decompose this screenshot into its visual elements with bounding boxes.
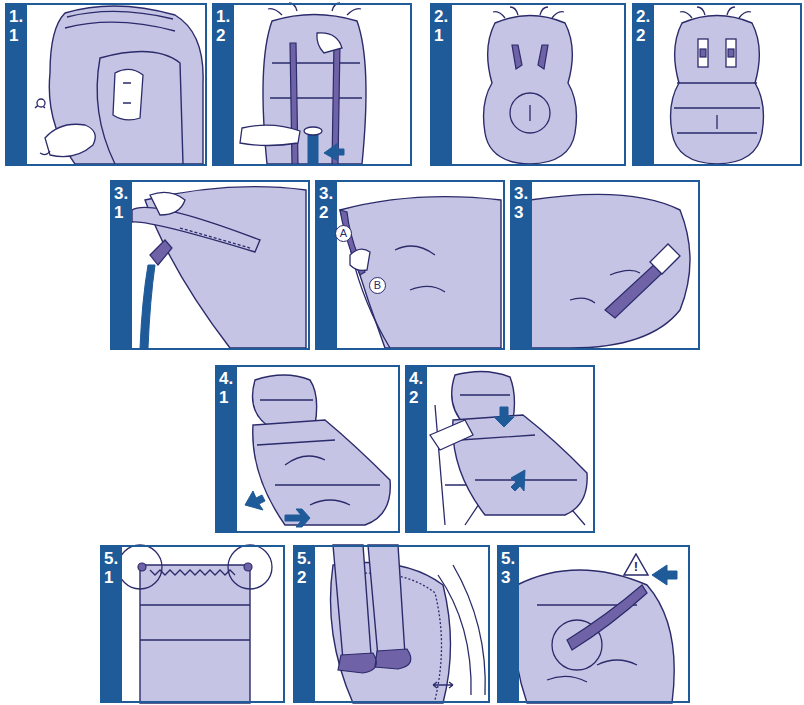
step-number: 3.: [319, 185, 333, 203]
step-panel: 3.2AB: [315, 180, 505, 350]
step-number: 2.: [636, 8, 650, 26]
step-number: 2: [216, 27, 225, 45]
step-panel: 2.2: [632, 3, 802, 166]
step-number: 1.: [9, 8, 23, 26]
step-number: 3.: [114, 185, 128, 203]
step-number: 4.: [219, 370, 233, 388]
warning-triangle: !: [623, 553, 649, 576]
step-panel: 1.1: [5, 3, 207, 166]
callout-circle: A: [335, 225, 352, 242]
step-number: 1: [9, 27, 18, 45]
step-tab: 5.2: [295, 547, 315, 701]
warning-mark: !: [623, 560, 649, 574]
step-number: 3: [514, 204, 523, 222]
step-number: 1.: [216, 8, 230, 26]
step-number: 2: [409, 389, 418, 407]
step-tab: 3.1: [112, 182, 132, 348]
step-tab: 2.1: [432, 5, 452, 164]
step-panel: 1.2: [212, 3, 412, 166]
step-panel: 5.1: [100, 545, 285, 703]
step-panel: 4.2: [405, 365, 595, 533]
step-tab: 3.2: [317, 182, 337, 348]
step-number: 1: [114, 204, 123, 222]
step-tab: 1.1: [7, 5, 27, 164]
callout-circle: B: [369, 277, 386, 294]
step-panel: 3.3: [510, 180, 700, 350]
step-tab: 4.1: [217, 367, 237, 531]
step-panel: 2.1: [430, 3, 626, 166]
step-panel: 5.2: [293, 545, 490, 703]
step-number: 3.: [514, 185, 528, 203]
step-number: 1: [219, 389, 228, 407]
step-number: 5.: [501, 550, 515, 568]
step-panel: 4.1: [215, 365, 400, 533]
callout-letter: B: [374, 280, 381, 291]
callout-letter: A: [340, 228, 347, 239]
step-tab: 1.2: [214, 5, 234, 164]
step-number: 4.: [409, 370, 423, 388]
step-tab: 4.2: [407, 367, 427, 531]
step-tab: 5.1: [102, 547, 122, 701]
step-number: 2: [636, 27, 645, 45]
step-tab: 2.2: [634, 5, 654, 164]
step-number: 2: [319, 204, 328, 222]
step-panel: 3.1: [110, 180, 310, 350]
step-tab: 3.3: [512, 182, 532, 348]
step-number: 3: [501, 569, 510, 587]
step-number: 1: [434, 27, 443, 45]
step-tab: 5.3: [499, 547, 519, 701]
step-number: 1: [104, 569, 113, 587]
step-number: 2: [297, 569, 306, 587]
step-number: 2.: [434, 8, 448, 26]
step-number: 5.: [104, 550, 118, 568]
step-number: 5.: [297, 550, 311, 568]
step-panel: 5.3!: [497, 545, 690, 703]
